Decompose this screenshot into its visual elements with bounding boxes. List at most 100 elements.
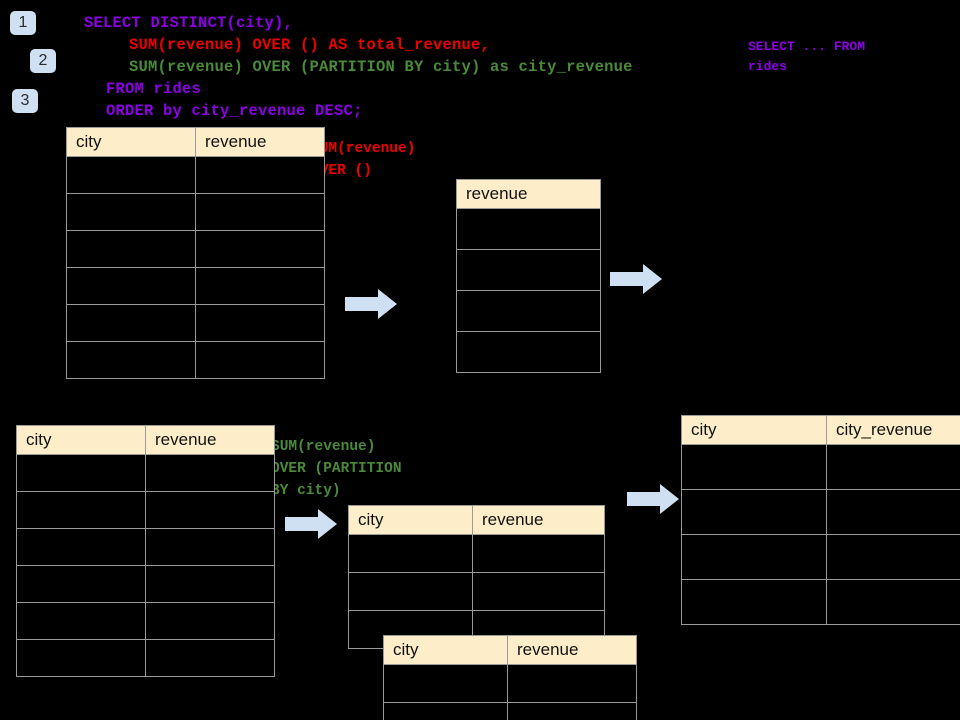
sql-line-total-revenue: SUM(revenue) OVER () AS total_revenue,	[129, 36, 491, 54]
side-note-line-2: rides	[748, 59, 788, 74]
table-cell	[145, 491, 275, 529]
table-row	[456, 208, 601, 250]
sql-line-select: SELECT DISTINCT(city),	[84, 14, 294, 32]
table-cell	[66, 304, 196, 342]
table-row	[383, 702, 637, 720]
column-header-city: city	[348, 505, 473, 535]
column-header-city: city	[383, 635, 508, 665]
table-cell	[66, 230, 196, 268]
table-header-row: revenue	[456, 179, 601, 209]
table-row	[16, 565, 275, 603]
annotation-partition-line-3: BY city)	[271, 483, 341, 499]
table-header-row: city revenue	[16, 425, 275, 455]
table-row	[681, 444, 960, 490]
table-row	[16, 639, 275, 677]
table-cell	[195, 230, 325, 268]
table-row	[456, 290, 601, 332]
arrow-source-to-partition	[285, 509, 337, 539]
arrow-partition-to-result	[627, 484, 679, 514]
table-cell	[348, 572, 473, 611]
table-row	[66, 304, 325, 342]
table-row	[16, 602, 275, 640]
column-header-revenue: revenue	[507, 635, 637, 665]
table-result: city city_revenue	[681, 415, 960, 625]
arrow-source-to-total	[345, 289, 397, 319]
table-cell	[681, 579, 827, 625]
table-row	[16, 491, 275, 529]
table-row	[681, 534, 960, 580]
table-cell	[145, 639, 275, 677]
table-row	[456, 331, 601, 373]
column-header-city: city	[16, 425, 146, 455]
table-total-revenue: revenue	[456, 179, 601, 373]
table-header-row: city revenue	[348, 505, 605, 535]
column-header-revenue: revenue	[472, 505, 605, 535]
table-cell	[681, 489, 827, 535]
table-row	[383, 664, 637, 703]
table-cell	[16, 528, 146, 566]
table-cell	[195, 304, 325, 342]
table-cell	[16, 602, 146, 640]
table-cell	[16, 454, 146, 492]
table-row	[66, 267, 325, 305]
table-cell	[195, 341, 325, 379]
arrow-total-to-result	[610, 264, 662, 294]
table-cell	[195, 267, 325, 305]
table-cell	[681, 444, 827, 490]
table-partition-group-b: city revenue	[383, 635, 637, 720]
table-cell	[66, 156, 196, 194]
table-row	[681, 579, 960, 625]
table-row	[66, 193, 325, 231]
table-cell	[456, 331, 601, 373]
table-header-row: city city_revenue	[681, 415, 960, 445]
table-row	[66, 341, 325, 379]
table-row	[681, 489, 960, 535]
table-row	[456, 249, 601, 291]
sql-line-order-by: ORDER by city_revenue DESC;	[106, 102, 363, 120]
table-cell	[195, 156, 325, 194]
table-cell	[472, 534, 605, 573]
column-header-revenue: revenue	[145, 425, 275, 455]
column-header-revenue: revenue	[456, 179, 601, 209]
table-row	[348, 572, 605, 611]
column-header-revenue: revenue	[195, 127, 325, 157]
table-row	[66, 156, 325, 194]
table-partition-group-a: city revenue	[348, 505, 605, 649]
table-row	[348, 534, 605, 573]
table-cell	[826, 444, 960, 490]
sql-line-from: FROM rides	[106, 80, 202, 98]
table-cell	[826, 489, 960, 535]
table-cell	[66, 341, 196, 379]
table-cell	[507, 664, 637, 703]
table-cell	[507, 702, 637, 720]
step-badge-3: 3	[12, 89, 38, 113]
table-cell	[66, 267, 196, 305]
step-badge-2: 2	[30, 49, 56, 73]
table-header-row: city revenue	[383, 635, 637, 665]
table-cell	[145, 528, 275, 566]
table-cell	[145, 565, 275, 603]
column-header-city: city	[681, 415, 827, 445]
table-cell	[456, 290, 601, 332]
table-cell	[145, 602, 275, 640]
side-note-line-1: SELECT ... FROM	[748, 39, 866, 54]
annotation-partition-line-1: SUM(revenue)	[271, 439, 376, 455]
annotation-partition-line-2: OVER (PARTITION	[271, 461, 402, 477]
table-source-bottom: city revenue	[16, 425, 275, 677]
table-cell	[472, 572, 605, 611]
table-cell	[383, 664, 508, 703]
table-row	[66, 230, 325, 268]
table-cell	[681, 534, 827, 580]
table-cell	[826, 579, 960, 625]
table-cell	[456, 249, 601, 291]
table-cell	[826, 534, 960, 580]
annotation-total-revenue-line-1: SUM(revenue)	[311, 141, 416, 157]
table-cell	[145, 454, 275, 492]
table-cell	[383, 702, 508, 720]
sql-line-city-revenue: SUM(revenue) OVER (PARTITION BY city) as…	[129, 58, 633, 76]
table-cell	[66, 193, 196, 231]
table-header-row: city revenue	[66, 127, 325, 157]
step-badge-1: 1	[10, 11, 36, 35]
table-row	[16, 528, 275, 566]
